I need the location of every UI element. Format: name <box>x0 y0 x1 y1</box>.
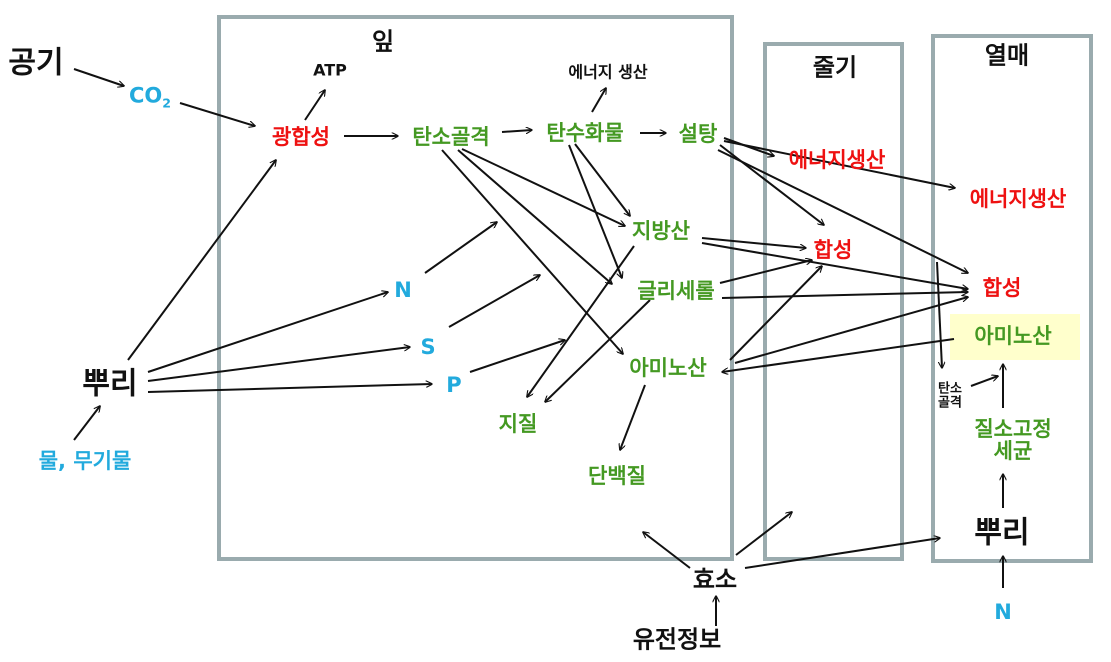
arrow-amino-acid-fruit-synthesis <box>734 297 968 364</box>
fruit-region-box <box>931 34 1093 563</box>
lipid-label: 지질 <box>498 411 538 436</box>
arrow-sugar-stem-synthesis <box>719 144 824 225</box>
arrow-root-photosynthesis <box>127 160 276 361</box>
arrow-glycerol-lipid <box>545 299 651 402</box>
arrow-co2-photosynthesis <box>179 102 255 126</box>
s-leaf-label: S <box>420 334 436 359</box>
arrow-carbohydrate-energy <box>591 88 606 113</box>
arrow-enzyme-fruit <box>744 538 940 569</box>
n-leaf-label: N <box>394 277 412 302</box>
arrow-carb-glycerol <box>568 144 622 278</box>
arrow-air-co2 <box>73 68 124 86</box>
arrow-root-n <box>147 292 388 373</box>
glycerol-label: 글리세롤 <box>637 278 715 303</box>
synthesis-fruit-label: 합성 <box>982 275 1022 300</box>
enzyme-label: 효소 <box>692 565 738 594</box>
arrow-cs-glycerol <box>457 149 612 284</box>
arrow-carbon-skeleton-carbohydrate <box>501 130 532 132</box>
leaf-region-box <box>217 15 734 561</box>
air-label: 공기 <box>8 45 64 81</box>
atp-label: ATP <box>313 60 347 80</box>
synthesis-stem-label: 합성 <box>813 237 853 262</box>
genetic-info-label: 유전정보 <box>632 625 722 654</box>
fatty-acid-label: 지방산 <box>632 218 690 243</box>
arrow-root-p <box>147 384 432 393</box>
arrow-enzyme-stem <box>735 512 792 556</box>
root-right-label: 뿌리 <box>974 515 1030 551</box>
co2-label: CO2 <box>128 83 172 111</box>
stem-region-box <box>763 42 904 561</box>
arrow-root-s <box>147 347 410 382</box>
arrow-water-root <box>73 406 100 441</box>
amino-acid-leaf-label: 아미노산 <box>629 355 707 380</box>
arrow-carbon-skeleton-to-fruit-amino-acid <box>970 376 998 387</box>
root-left-label: 뿌리 <box>82 366 138 402</box>
arrow-cs-amino-acid <box>441 149 623 354</box>
arrow-glycerol-stem-synthesis <box>719 260 812 284</box>
carbon-skeleton-label: 탄소골격 <box>412 124 490 149</box>
photosynthesis-label: 광합성 <box>272 124 330 149</box>
arrow-cs-fatty-acid <box>461 148 625 226</box>
energy-production-leaf-label: 에너지 생산 <box>568 62 648 82</box>
arrow-p-amino-acid <box>469 340 565 373</box>
leaf-title: 잎 <box>371 27 395 56</box>
arrow-enzyme-leaf <box>643 532 691 569</box>
arrow-n-fatty-acid <box>424 222 497 274</box>
energy-production-fruit-label: 에너지생산 <box>969 186 1067 211</box>
arrow-amino-acid-protein <box>620 384 646 450</box>
sugar-label: 설탕 <box>678 121 718 146</box>
amino-acid-fruit-label: 아미노산 <box>974 323 1052 348</box>
arrow-sugar-fruit-synthesis <box>717 149 968 273</box>
carbohydrate-label: 탄수화물 <box>546 120 624 145</box>
arrow-fruit-down-to-carbon-skeleton <box>936 261 942 368</box>
arrow-glycerol-fruit-synthesis <box>721 292 968 299</box>
arrow-sugar-fruit-energy <box>723 140 955 188</box>
arrow-fatty-acid-fruit-synthesis <box>701 242 968 289</box>
arrow-fatty-acid-lipid <box>527 245 635 397</box>
energy-production-stem-label: 에너지생산 <box>788 147 886 172</box>
arrow-fatty-acid-stem-synthesis <box>701 237 806 248</box>
arrow-photosynthesis-atp <box>304 90 325 121</box>
protein-label: 단백질 <box>588 463 646 488</box>
n-right-label: N <box>994 599 1012 624</box>
p-leaf-label: P <box>446 372 462 397</box>
arrow-carb-fatty-acid <box>574 143 630 216</box>
arrow-s-glycerol <box>448 275 540 328</box>
arrow-fruit-amino-acid-to-leaf <box>722 338 955 372</box>
water-minerals-label: 물, 무기물 <box>38 448 132 473</box>
amino-acid-highlight <box>950 314 1080 360</box>
stem-title: 줄기 <box>812 53 858 82</box>
arrow-amino-acid-stem-synthesis <box>729 266 822 361</box>
fruit-title: 열매 <box>984 41 1030 70</box>
